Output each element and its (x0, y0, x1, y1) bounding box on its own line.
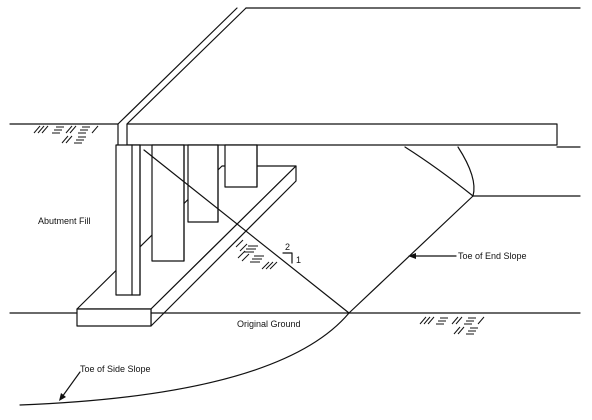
abutment-stem (115, 144, 258, 296)
toe-of-end-slope-curve (348, 146, 474, 314)
slope-rise-label: 2 (285, 242, 290, 252)
ground-hatch-top-left (33, 125, 99, 144)
slope-ratio-indicator (282, 252, 293, 264)
toe-of-end-slope-leader (408, 253, 457, 259)
toe-of-side-slope-curve (19, 312, 350, 406)
toe-of-side-slope-label: Toe of Side Slope (80, 364, 151, 374)
far-bank-lines (457, 146, 581, 197)
original-ground-label: Original Ground (237, 319, 301, 329)
slope-run-label: 1 (296, 255, 301, 265)
ground-hatch-slope (235, 239, 278, 270)
bridge-deck (9, 123, 558, 146)
abutment-fill-label: Abutment Fill (38, 216, 91, 226)
toe-of-side-slope-leader (59, 371, 81, 401)
approach-slab-edge (117, 7, 247, 125)
end-slope-line (143, 149, 350, 314)
ground-hatch-right (419, 316, 485, 335)
abutment-footing (76, 165, 297, 327)
toe-of-end-slope-label: Toe of End Slope (458, 251, 527, 261)
